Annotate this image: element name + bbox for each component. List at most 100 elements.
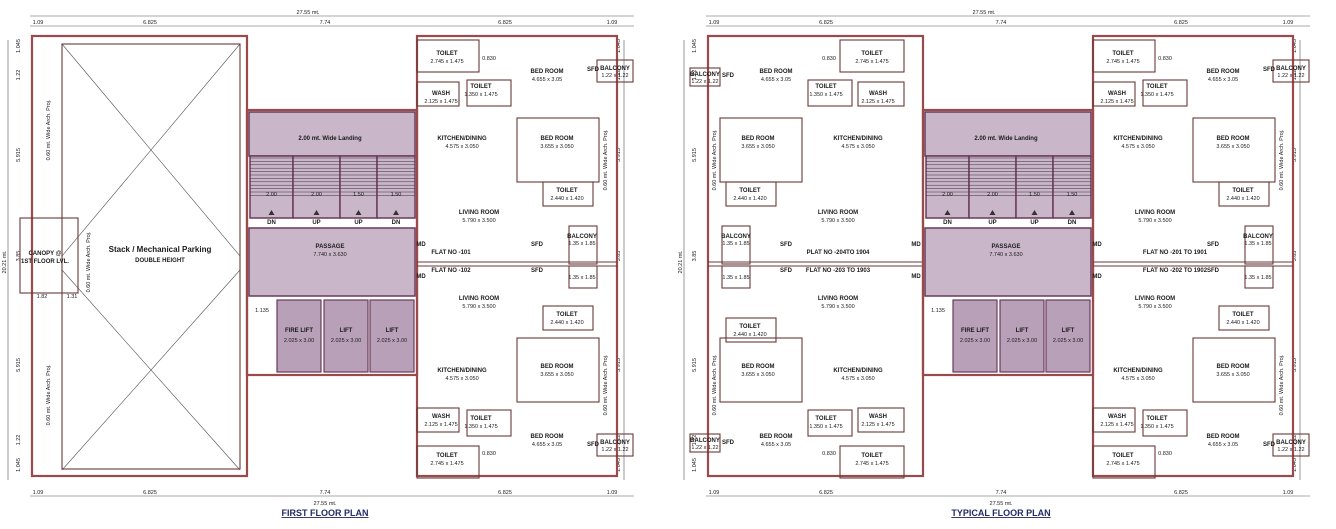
projection-label: 0.60 mt. Wide Arch. Proj.	[1279, 354, 1285, 415]
right-wing-outline	[415, 34, 619, 478]
lift-dim: 2.025 x 3.00	[1007, 338, 1037, 344]
right-dim: 1.045	[616, 458, 622, 472]
bed-room-label: BED ROOM	[760, 69, 793, 75]
kitchen-dim: 4.575 x 3.050	[841, 144, 874, 150]
flat-number: FLAT NO -102	[431, 268, 471, 274]
stair-direction: UP	[988, 220, 996, 226]
toilet-label: TOILET	[436, 51, 458, 57]
bottom-dim: 1.09	[709, 490, 720, 496]
projection-label: 0.60 mt. Wide Arch. Proj.	[603, 129, 609, 190]
toilet-room	[416, 445, 480, 479]
bed-room-label: BED ROOM	[1207, 69, 1240, 75]
top-dim: 6.825	[143, 20, 157, 26]
balcony-label: BALCONY	[1276, 440, 1306, 446]
flat-number: FLAT NO -101	[431, 250, 471, 256]
fire-lift-label: FIRE LIFT	[285, 328, 313, 334]
wash-dim: 2.125 x 1.475	[1100, 99, 1133, 105]
left-wing-outline	[30, 34, 249, 478]
landing	[924, 111, 1092, 157]
bed-room	[719, 117, 803, 183]
balcony	[596, 433, 634, 457]
toilet-dim: 2.745 x 1.475	[430, 59, 463, 65]
lift-dim: 2.025 x 3.00	[284, 338, 314, 344]
sfd-label: SFD	[780, 242, 793, 248]
balcony	[1244, 225, 1274, 265]
canopy-label-2: 1ST FLOOR LVL.	[21, 259, 69, 265]
sfd-label: SFD	[587, 442, 600, 448]
toilet-dim: 1.350 x 1.475	[464, 424, 497, 430]
top-dim: 1.09	[709, 20, 720, 26]
balcony	[1272, 59, 1310, 83]
projection-label: 0.60 mt. Wide Arch. Proj.	[46, 364, 52, 425]
parking-diagonal	[61, 269, 241, 471]
toilet-dim: 2.440 x 1.420	[1226, 196, 1259, 202]
balcony-label: BALCONY	[1276, 66, 1306, 72]
wash-room	[1092, 407, 1136, 433]
balcony-label: BALCONY	[721, 234, 751, 240]
left-dim: 1.22	[16, 70, 22, 81]
toilet-room	[1218, 305, 1270, 331]
wash-label: WASH	[432, 414, 450, 420]
toilet-room	[807, 79, 853, 107]
bed-room-dim: 3.655 x 3.050	[540, 372, 573, 378]
bed-room-dim: 4.655 x 3.05	[532, 77, 562, 83]
sfd-label: SFD	[531, 242, 544, 248]
toilet-label: TOILET	[861, 51, 883, 57]
balcony-dim: 1.22 x 1.22	[601, 447, 628, 453]
flat-number: PLAT NO -204TO 1904	[807, 250, 870, 256]
fire-lift-label: FIRE LIFT	[961, 328, 989, 334]
toilet-dim: 2.745 x 1.475	[855, 59, 888, 65]
kitchen-dim: 4.575 x 3.050	[445, 144, 478, 150]
toilet-label: TOILET	[556, 312, 578, 318]
left-dim: 5.915	[16, 148, 22, 162]
small-dim: 0.830	[1158, 451, 1172, 457]
balcony	[689, 433, 721, 453]
living-label: LIVING ROOM	[459, 296, 499, 302]
toilet-label: TOILET	[470, 416, 492, 422]
top-dim: 6.825	[1174, 20, 1188, 26]
living-label: LIVING ROOM	[818, 210, 858, 216]
lift-dim: 2.025 x 3.00	[960, 338, 990, 344]
top-dim: 1.09	[1283, 20, 1294, 26]
right-dim: 1.22	[616, 70, 622, 81]
projection-label: 0.60 mt. Wide Arch. Proj.	[86, 231, 92, 292]
balcony-dim: 1.22 x 1.22	[1277, 447, 1304, 453]
top-dim: 1.09	[33, 20, 44, 26]
small-dim: 0.830	[822, 451, 836, 457]
kitchen-dim: 4.575 x 3.050	[445, 376, 478, 382]
balcony-label: BALCONY	[1243, 234, 1273, 240]
wash-label: WASH	[869, 414, 887, 420]
right-dim: 1.045	[1292, 39, 1298, 53]
living-dim: 5.790 x 3.500	[1138, 218, 1171, 224]
small-dim: 0.830	[482, 56, 496, 62]
top-dim: 6.825	[819, 20, 833, 26]
projection-label: 0.60 mt. Wide Arch. Proj.	[46, 99, 52, 160]
balcony-dim: 1.22 x 1.22	[691, 79, 718, 85]
balcony	[689, 67, 721, 87]
toilet-label: TOILET	[1146, 84, 1168, 90]
bed-room-label: BED ROOM	[742, 136, 775, 142]
right-dim: 5.915	[1292, 358, 1298, 372]
toilet-room	[839, 445, 905, 479]
sfd-label: SFD	[722, 73, 735, 79]
top-dim: 6.825	[498, 20, 512, 26]
small-dim: 0.830	[482, 451, 496, 457]
stair-width: 2.00	[266, 192, 277, 198]
overall-width-dim-bottom: 27.55 mt.	[990, 501, 1013, 507]
left-dim: 1.045	[16, 39, 22, 53]
balcony-dim: 1.35 x 1.85	[568, 275, 595, 281]
overall-height-dim: 20.21 mt.	[2, 250, 8, 273]
md-label: MD	[416, 242, 426, 248]
lift-shaft	[952, 299, 998, 373]
left-dim: 1.045	[692, 458, 698, 472]
sfd-label: SFD	[1263, 67, 1276, 73]
toilet-dim: 1.350 x 1.475	[809, 424, 842, 430]
toilet-room	[1142, 409, 1188, 437]
lift-dim: 2.025 x 3.00	[377, 338, 407, 344]
toilet-room	[725, 181, 777, 207]
wash-label: WASH	[869, 91, 887, 97]
kitchen-label: KITCHEN/DINING	[437, 136, 487, 142]
canopy-box	[19, 217, 79, 294]
right-dim: 5.915	[616, 148, 622, 162]
